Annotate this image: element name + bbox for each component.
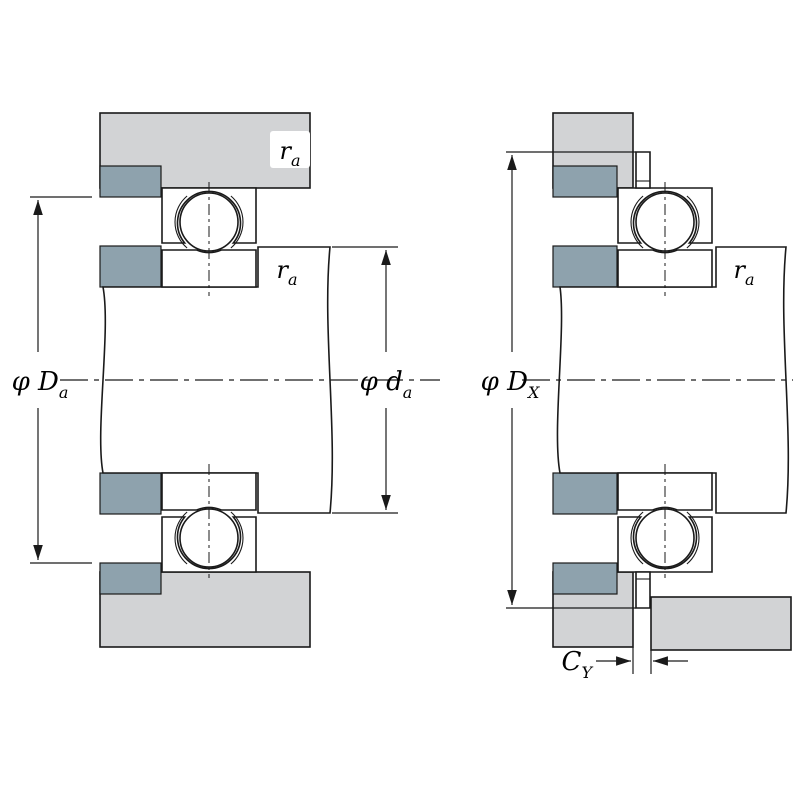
dimension-da: φ da (332, 246, 413, 514)
dim-label-Dx: φ DX (481, 367, 540, 402)
housing-shoulder-seat (99, 165, 162, 198)
ra-label-housing: ra (279, 137, 300, 170)
shaft-abutment-seat (99, 472, 162, 515)
cage-arc (230, 511, 244, 565)
dim-label-Cy: CY (562, 647, 594, 682)
dim-label-Da: φ Da (12, 367, 69, 402)
housing-end-face-block (650, 596, 792, 651)
left-view: φ Da φ da ra ra (12, 112, 440, 648)
ra-label-box (270, 131, 310, 168)
shaft-abutment-seat (552, 245, 618, 288)
outer-ring-bottom (161, 516, 257, 573)
housing-shoulder-seat (99, 562, 162, 595)
dimension-Cy: CY (562, 647, 688, 682)
dimension-Da: φ Da (12, 196, 92, 564)
ra-label-shaft: ra (276, 256, 297, 289)
inner-ring-top (161, 249, 257, 288)
outer-ring-top (161, 187, 257, 244)
snap-ring-top (635, 151, 651, 189)
dimension-Dx: φ DX (481, 151, 636, 609)
shaft-abutment-seat (552, 472, 618, 515)
bearing-assembly (161, 182, 257, 578)
snap-ring-bottom (635, 571, 651, 609)
ra-label-shaft: ra (733, 256, 754, 289)
shaft-abutment-seat (99, 245, 162, 288)
dim-label-da: φ da (360, 367, 413, 402)
housing-shoulder-seat (552, 165, 618, 198)
housing-shoulder-seat (552, 562, 618, 595)
cage-arc (174, 195, 188, 249)
right-view: φ DX CY ra (481, 112, 793, 682)
cage-arc (230, 195, 244, 249)
cage-arc (174, 511, 188, 565)
